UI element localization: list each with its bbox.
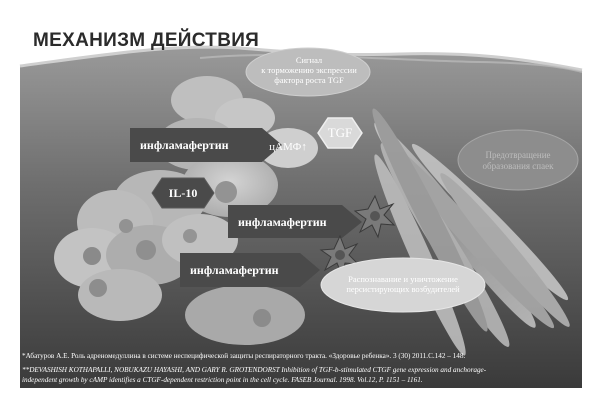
signal-text: Сигнал к торможению экспрессии фактора р…	[250, 55, 368, 86]
destroy-text: Распознавание и уничтожение персистирующ…	[325, 274, 481, 294]
page-title: МЕХАНИЗМ ДЕЙСТВИЯ	[33, 30, 260, 51]
reference-1: *Абатуров А.Е. Роль адреномедуллина в си…	[22, 352, 466, 360]
il10-hexagon	[151, 177, 215, 209]
uamf-label: цАМФ↑	[269, 141, 307, 153]
arrow-2	[228, 205, 362, 238]
tgf-hexagon	[317, 117, 363, 149]
destroy-line-1: Распознавание и уничтожение	[348, 274, 458, 284]
arrow-3	[180, 253, 320, 287]
arrow-1-label: инфламафертин	[140, 138, 229, 152]
arrow-2-label: инфламафертин	[238, 215, 327, 229]
il10-label: IL-10	[168, 186, 198, 200]
title-band	[20, 20, 582, 70]
tgf-label: TGF	[327, 125, 353, 140]
pathogen-1	[353, 194, 396, 239]
reference-2-line-2: independent growth by cAMP identifies a …	[22, 375, 423, 384]
signal-bubble	[245, 47, 371, 97]
arrow-3-label: инфламафертин	[190, 263, 279, 277]
arrow-1	[130, 128, 282, 162]
prevention-line-1: Предотвращение	[485, 150, 551, 160]
destroy-line-2: персистирующих возбудителей	[346, 284, 460, 295]
prevention-bubble	[457, 129, 579, 191]
prevention-line-2: образования спаек	[482, 160, 554, 171]
signal-line-3: фактора роста TGF	[274, 75, 344, 86]
signal-line-2: к торможению экспрессии	[261, 65, 357, 76]
reference-2: **DEVASHISH KOTHAPALLI, NOBUKAZU HAYASHI…	[22, 366, 582, 385]
destroy-bubble	[320, 257, 486, 313]
prevention-text: Предотвращение образования спаек	[462, 150, 574, 172]
signal-line-1: Сигнал	[295, 55, 323, 65]
reference-2-line-1: **DEVASHISH KOTHAPALLI, NOBUKAZU HAYASHI…	[22, 366, 487, 374]
